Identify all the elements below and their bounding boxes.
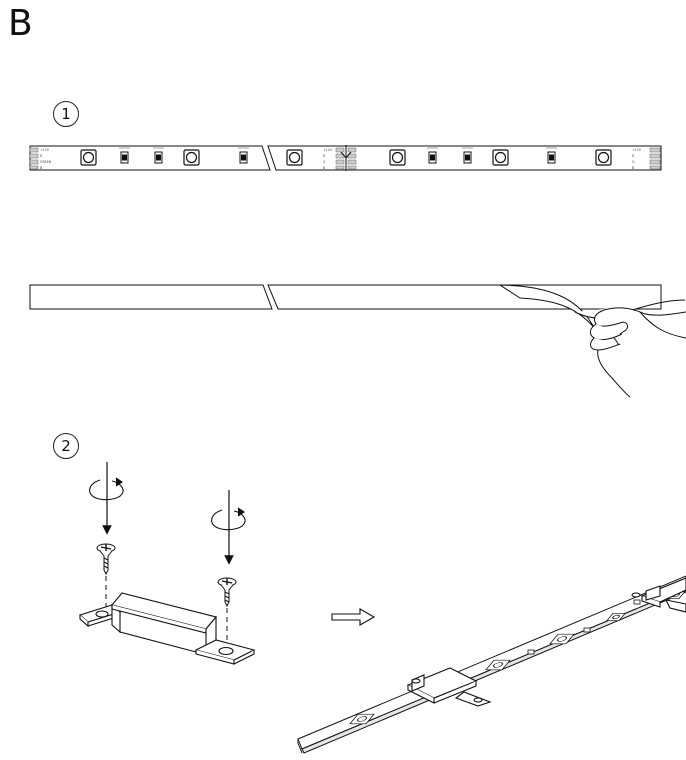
led-chip — [606, 613, 626, 621]
pad-label: R — [40, 154, 43, 158]
led-chip — [485, 659, 511, 671]
resistor — [428, 151, 437, 164]
led-chip — [80, 149, 97, 166]
pad-label: GREEN — [40, 160, 52, 164]
screw-icon — [217, 577, 237, 608]
rotate-arrow-icon — [211, 507, 246, 531]
led-chip — [389, 149, 406, 166]
rotate-arrow-icon — [89, 477, 124, 501]
led-chip — [492, 149, 509, 166]
resistor — [239, 151, 248, 164]
step-2-badge: 2 — [53, 433, 79, 459]
mounting-bracket-icon — [78, 592, 256, 665]
pad-label: R — [323, 154, 326, 158]
pad-label: R — [632, 154, 635, 158]
pad-label: G — [632, 160, 635, 164]
solder-pads-cut — [335, 147, 357, 170]
led-chip — [549, 633, 575, 645]
cut-mark — [340, 151, 352, 159]
hand-icon — [589, 307, 686, 398]
pad-label: +12V — [40, 148, 50, 152]
pad-label: B — [632, 166, 634, 170]
section-letter: B — [8, 3, 33, 44]
installed-resistors — [527, 599, 641, 655]
led-chips — [80, 149, 612, 166]
pad-labels: +12V R GREEN B +12V R G B +12V R G B — [40, 148, 642, 170]
pad-label: B — [40, 166, 42, 170]
led-chip — [183, 149, 200, 166]
solder-pads-right — [649, 147, 661, 170]
led-chip — [595, 149, 612, 166]
hollow-arrow-right-icon — [331, 608, 376, 626]
installed-bracket — [631, 577, 686, 613]
pad-label: +12V — [632, 148, 642, 152]
resistor — [154, 151, 163, 164]
led-chip — [349, 713, 375, 725]
resistor — [547, 151, 556, 164]
pad-label: B — [323, 166, 325, 170]
adhesive-strip — [29, 284, 662, 310]
screw-icon — [96, 543, 116, 576]
installed-bracket — [406, 667, 492, 707]
resistor — [463, 151, 472, 164]
pad-label: +12V — [323, 148, 333, 152]
step-1-badge: 1 — [53, 101, 79, 127]
led-chip — [286, 149, 303, 166]
solder-pads-left — [29, 147, 39, 170]
pad-label: G — [323, 160, 326, 164]
resistor — [120, 151, 129, 164]
